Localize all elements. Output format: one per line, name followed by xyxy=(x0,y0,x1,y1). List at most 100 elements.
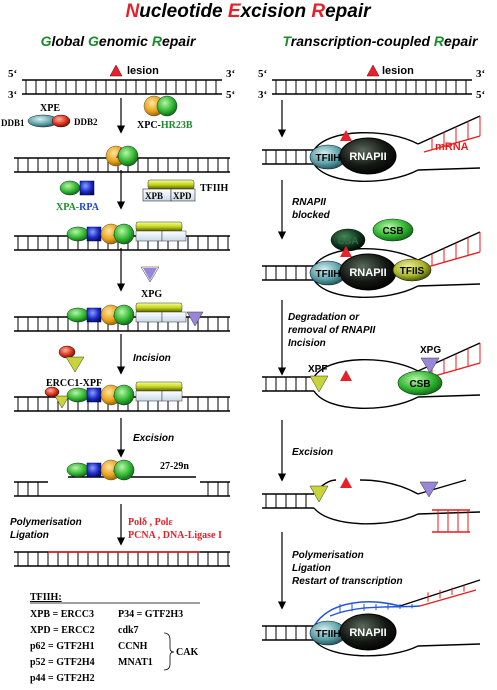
ercc1-ball-free xyxy=(58,345,76,359)
excision-label-left: Excision xyxy=(133,433,174,444)
xpg-label-left: XPG xyxy=(141,289,162,300)
xpd-label: XPD xyxy=(173,191,192,201)
excised-fragment xyxy=(66,459,196,481)
three-prime-label-top-right: 3‘ xyxy=(476,68,486,80)
three-prime-label-bottom: 3‘ xyxy=(8,89,18,101)
page-title: Nucleotide Excision Repair xyxy=(125,1,372,22)
ggr-header: Global Genomic Repair xyxy=(41,33,197,49)
xpg-triangle-r4 xyxy=(419,481,439,498)
xpc-green-ball xyxy=(156,95,178,117)
degradation-label-3: Incision xyxy=(288,338,326,349)
bubble-r4 xyxy=(262,479,481,533)
lesion-triangle-right xyxy=(366,64,380,77)
xpf-triangle-r4 xyxy=(309,485,329,503)
xpa-green-free xyxy=(59,180,81,196)
tfiih-table-row: p52 = GTF2H4 xyxy=(30,657,95,668)
xpc-bound-green xyxy=(117,145,139,167)
rpa-blue-free xyxy=(79,180,95,196)
csb-label-r2: CSB xyxy=(382,226,403,237)
xpg-label-right: XPG xyxy=(420,345,441,356)
csb-label-r3: CSB xyxy=(409,379,430,390)
degradation-label-1: Degradation or xyxy=(288,312,360,323)
excision-label-right: Excision xyxy=(292,447,333,458)
lesion-r2 xyxy=(340,246,352,257)
ligase-enzymes: PCNA , DNA-Ligase I xyxy=(128,530,222,541)
tfiih-table-row: p62 = GTF2H1 xyxy=(30,641,95,652)
xpc-hr23b-label: XPC-HR23B xyxy=(137,120,193,131)
tfiih-label-r2: TFIIH xyxy=(316,269,341,280)
xpg-triangle-fill xyxy=(143,268,157,280)
five-prime-label-top: 5‘ xyxy=(8,68,18,80)
dna-ladder-left-5 xyxy=(14,481,230,497)
xpe-label: XPE xyxy=(40,103,60,114)
xpa-rpa-label: XPA-RPA xyxy=(56,202,100,213)
rnapii-label-r1: RNAPII xyxy=(349,151,386,163)
transcription-bubbles xyxy=(262,115,481,657)
three-prime-label-bottom-right: 3‘ xyxy=(258,89,268,101)
tfiih-table-col2: P34 = GTF2H3 xyxy=(118,609,183,620)
five-prime-label-top-right: 5‘ xyxy=(258,68,268,80)
rnapii-label-r2: RNAPII xyxy=(349,267,386,279)
tfiih-table-col2: CCNH xyxy=(118,641,148,652)
csb-shape-r2 xyxy=(372,218,414,242)
ddb2-shape xyxy=(51,114,71,128)
five-prime-label-bottom-right: 5‘ xyxy=(476,89,486,101)
ligation-label-left: Ligation xyxy=(10,530,49,541)
polymerase-enzymes: Polδ , Polε xyxy=(128,517,173,528)
tfiih-table-col2: cdk7 xyxy=(118,625,139,636)
tfiih-table-col2: MNAT1 xyxy=(118,657,153,668)
mrna-label: mRNA xyxy=(435,141,469,153)
tfiih-table-row: p44 = GTF2H2 xyxy=(30,673,95,684)
csb-shape-r3 xyxy=(397,370,443,396)
bubble-r2 xyxy=(262,231,481,299)
tfiih-label-left: TFIIH xyxy=(200,183,229,194)
ercc1-xpf-label: ERCC1-XPF xyxy=(46,378,102,389)
cak-label: CAK xyxy=(176,647,198,658)
five-prime-label-bottom: 5‘ xyxy=(226,89,236,101)
cak-brace xyxy=(163,632,175,671)
tfiih-table-row: XPD = ERCC2 xyxy=(30,625,95,636)
lesion-label-right: lesion xyxy=(382,65,414,77)
tfiih-bar-free xyxy=(147,179,195,190)
xpf-triangle-r3 xyxy=(309,375,329,393)
complex-step4 xyxy=(44,381,183,409)
xpf-triangle-free xyxy=(65,356,85,373)
polymerisation-label-right: Polymerisation xyxy=(292,550,364,561)
rnapii-blocked-label-1: RNAPII xyxy=(292,197,326,208)
tfiih-table-heading: TFIIH: xyxy=(30,592,62,603)
ligation-label-right: Ligation xyxy=(292,563,331,574)
ddb2-label: DDB2 xyxy=(74,117,98,127)
csa-label: CSA xyxy=(337,236,358,247)
restart-transcription-label: Restart of transcription xyxy=(292,576,403,587)
tfiih-label-r1: TFIIH xyxy=(316,153,341,164)
lesion-label-left: lesion xyxy=(127,65,159,77)
degradation-label-2: removal of RNAPII xyxy=(288,325,375,336)
tfiis-label: TFIIS xyxy=(400,266,425,277)
rnapii-label-r5: RNAPII xyxy=(349,627,386,639)
tcr-header: Transcription-coupled Repair xyxy=(282,33,479,49)
tfiih-label-r5: TFIIH xyxy=(316,629,341,640)
tfiih-table-row: XPB = ERCC3 xyxy=(30,609,94,620)
bubble-r5 xyxy=(262,579,481,657)
tfiis-shape xyxy=(392,258,432,282)
fragment-length-label: 27-29n xyxy=(160,461,189,472)
bubble-r3 xyxy=(262,342,481,410)
xpb-label: XPB xyxy=(145,191,163,201)
xpf-label-right: XPF xyxy=(308,364,327,375)
rnapii-r1 xyxy=(339,137,397,175)
dna-ladder-left-6 xyxy=(14,551,230,567)
dna-ladder-left-0 xyxy=(22,79,222,95)
incision-label-left: Incision xyxy=(133,353,171,364)
rnapii-blocked-label-2: blocked xyxy=(292,210,331,221)
lesion-r3 xyxy=(340,370,352,381)
bubble-r1 xyxy=(262,115,481,183)
dna-ladder-left-1 xyxy=(14,157,230,173)
ddb1-label: DDB1 xyxy=(1,118,25,128)
dna-ladders xyxy=(14,79,472,567)
polymerisation-label-left: Polymerisation xyxy=(10,517,82,528)
lesion-r4 xyxy=(340,477,352,488)
xpg-triangle-r3 xyxy=(420,357,440,374)
xpd-box-free xyxy=(170,188,196,202)
